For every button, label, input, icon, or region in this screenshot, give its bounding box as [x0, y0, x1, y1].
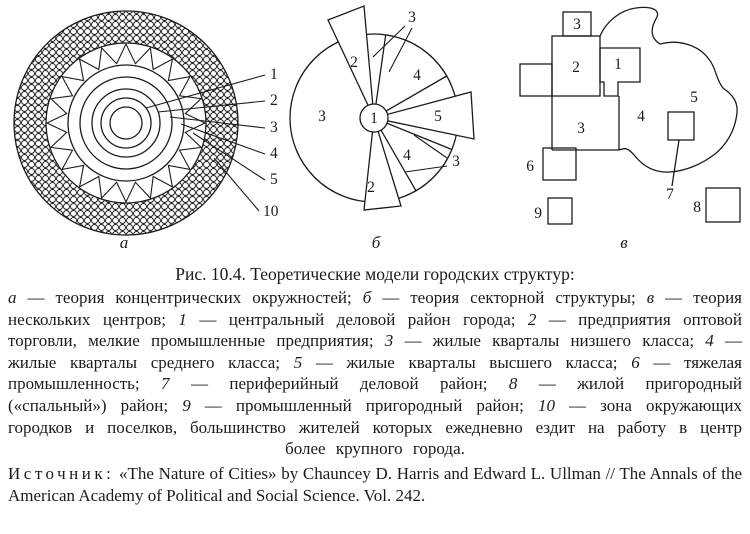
legend-text: — предприятия оптовой торговли, мелкие п…: [8, 309, 742, 351]
figure-source: Источник: «The Nature of Cities» by Chau…: [8, 463, 742, 507]
nuclei-label-9: 9: [534, 205, 542, 222]
callout-line: [180, 123, 266, 155]
cbd-circle: [359, 103, 389, 133]
callout-line: [169, 116, 266, 129]
legend-marker: 4: [705, 331, 714, 351]
callout-lines: [145, 74, 266, 212]
wedge-bottom: [363, 117, 402, 211]
commuter-ring-texture: [14, 11, 238, 235]
ring-circle: [67, 64, 185, 182]
callout-line: [413, 134, 448, 159]
sector-label-left: 3: [318, 108, 326, 125]
callout-line: [157, 100, 266, 113]
ring-circle: [45, 42, 207, 204]
sector-callout-top: 3: [408, 9, 416, 26]
legend-text: — теория секторной структуры;: [371, 288, 647, 307]
district-box-left: [519, 63, 553, 97]
sector-label-upper: 4: [413, 67, 421, 84]
district-box-7: [667, 111, 695, 141]
ring-circle: [109, 106, 143, 140]
diagram-v-letter: в: [620, 233, 628, 252]
zone-label-2: 2: [270, 92, 278, 109]
ring-circle: [79, 76, 173, 170]
legend-text: — тяжелая промышленность;: [8, 352, 742, 394]
diagram-b-letter: б: [372, 233, 381, 252]
legend-text: «The Nature of Cities» by Chauncey D. Ha…: [8, 463, 742, 505]
nuclei-label-3-top: 3: [573, 16, 581, 33]
legend-marker: 7: [161, 374, 170, 394]
diagram-a-letter: а: [120, 233, 129, 252]
nuclei-label-4: 4: [637, 108, 645, 125]
legend-marker: 9: [182, 395, 191, 415]
zone-label-5: 5: [270, 171, 278, 188]
concentric-model-diagram: [13, 10, 266, 236]
callout-line: [404, 165, 448, 173]
figure-legend: а — теория концентрических окружностей; …: [8, 287, 742, 460]
legend-marker: 8: [508, 374, 518, 394]
zone-label-3: 3: [270, 119, 278, 136]
district-box-1: [599, 47, 641, 97]
wedge-right: [373, 91, 475, 140]
zigzag-band: [45, 42, 207, 204]
legend-marker: 5: [293, 352, 303, 372]
sector-label-right: 5: [434, 108, 442, 125]
nuclei-label-7: 7: [666, 186, 674, 203]
sector-label-lower: 4: [403, 147, 411, 164]
zone-label-4: 4: [270, 145, 278, 162]
legend-text: — зона окружающих городков и поселков, б…: [8, 395, 742, 459]
zone-label-1: 1: [270, 66, 278, 83]
legend-text: — теория концентрических окружностей;: [16, 288, 363, 307]
legend-text: — центральный деловой район города;: [186, 309, 528, 329]
ring-circle: [91, 88, 161, 158]
legend-text: — жилой пригородный («спальный») район;: [8, 374, 742, 415]
legend-marker: 3: [384, 331, 394, 351]
callout-line: [671, 139, 680, 187]
city-outline: [599, 6, 738, 173]
sector-label-bottom: 2: [367, 179, 375, 196]
nuclei-label-1: 1: [614, 56, 622, 73]
legend-text: — жилые кварталы низшего класса;: [393, 331, 706, 351]
figure-urban-models: 1 2 3 4 5 10 а 1: [8, 5, 742, 507]
legend-marker: в: [646, 288, 655, 307]
legend-marker: б: [362, 288, 372, 307]
legend-text: — теория нескольких центров;: [8, 288, 742, 329]
legend-text: — жилые кварталы среднего класса;: [8, 331, 742, 372]
nuclei-label-5: 5: [690, 89, 698, 106]
legend-marker: 2: [527, 309, 537, 329]
nuclei-label-6: 6: [526, 158, 534, 175]
legend-marker: 10: [537, 395, 555, 415]
legend-marker: а: [8, 288, 17, 307]
callout-line: [192, 132, 266, 181]
models-figure-svg: 1 2 3 4 5 10 а 1: [13, 5, 741, 252]
figure-title: Рис. 10.4. Теоретические модели городски…: [175, 264, 575, 284]
callout-lines: [372, 25, 448, 173]
ring-circle: [13, 10, 239, 236]
callout-line: [213, 157, 260, 212]
multiple-nuclei-diagram: [519, 6, 741, 225]
zone-label-10: 10: [263, 203, 279, 220]
district-box-9: [547, 197, 573, 225]
sector-model-diagram: [289, 5, 475, 211]
legend-text: — жилые кварталы высшего класса;: [302, 352, 632, 372]
callout-line: [388, 27, 413, 73]
sector-label-center: 1: [370, 110, 378, 127]
wedge-top: [327, 5, 375, 119]
ring-circle: [100, 97, 152, 149]
nuclei-label-8: 8: [693, 199, 701, 216]
legend-text: Источник:: [8, 463, 115, 483]
district-box-6: [542, 147, 577, 181]
callout-line: [145, 74, 266, 109]
sector-callout-right: 3: [452, 153, 460, 170]
nuclei-label-2: 2: [572, 59, 580, 76]
callout-line: [372, 25, 406, 58]
nuclei-label-3: 3: [577, 120, 585, 137]
legend-marker: 1: [178, 309, 187, 329]
sector-label-top: 2: [350, 54, 358, 71]
legend-marker: 6: [631, 352, 640, 372]
figure-caption: Рис. 10.4. Теоретические модели городски…: [8, 263, 742, 507]
legend-text: — промышленный пригородный район;: [190, 395, 538, 415]
legend-text: — периферийный деловой район;: [169, 374, 509, 394]
district-box-8: [705, 187, 741, 223]
